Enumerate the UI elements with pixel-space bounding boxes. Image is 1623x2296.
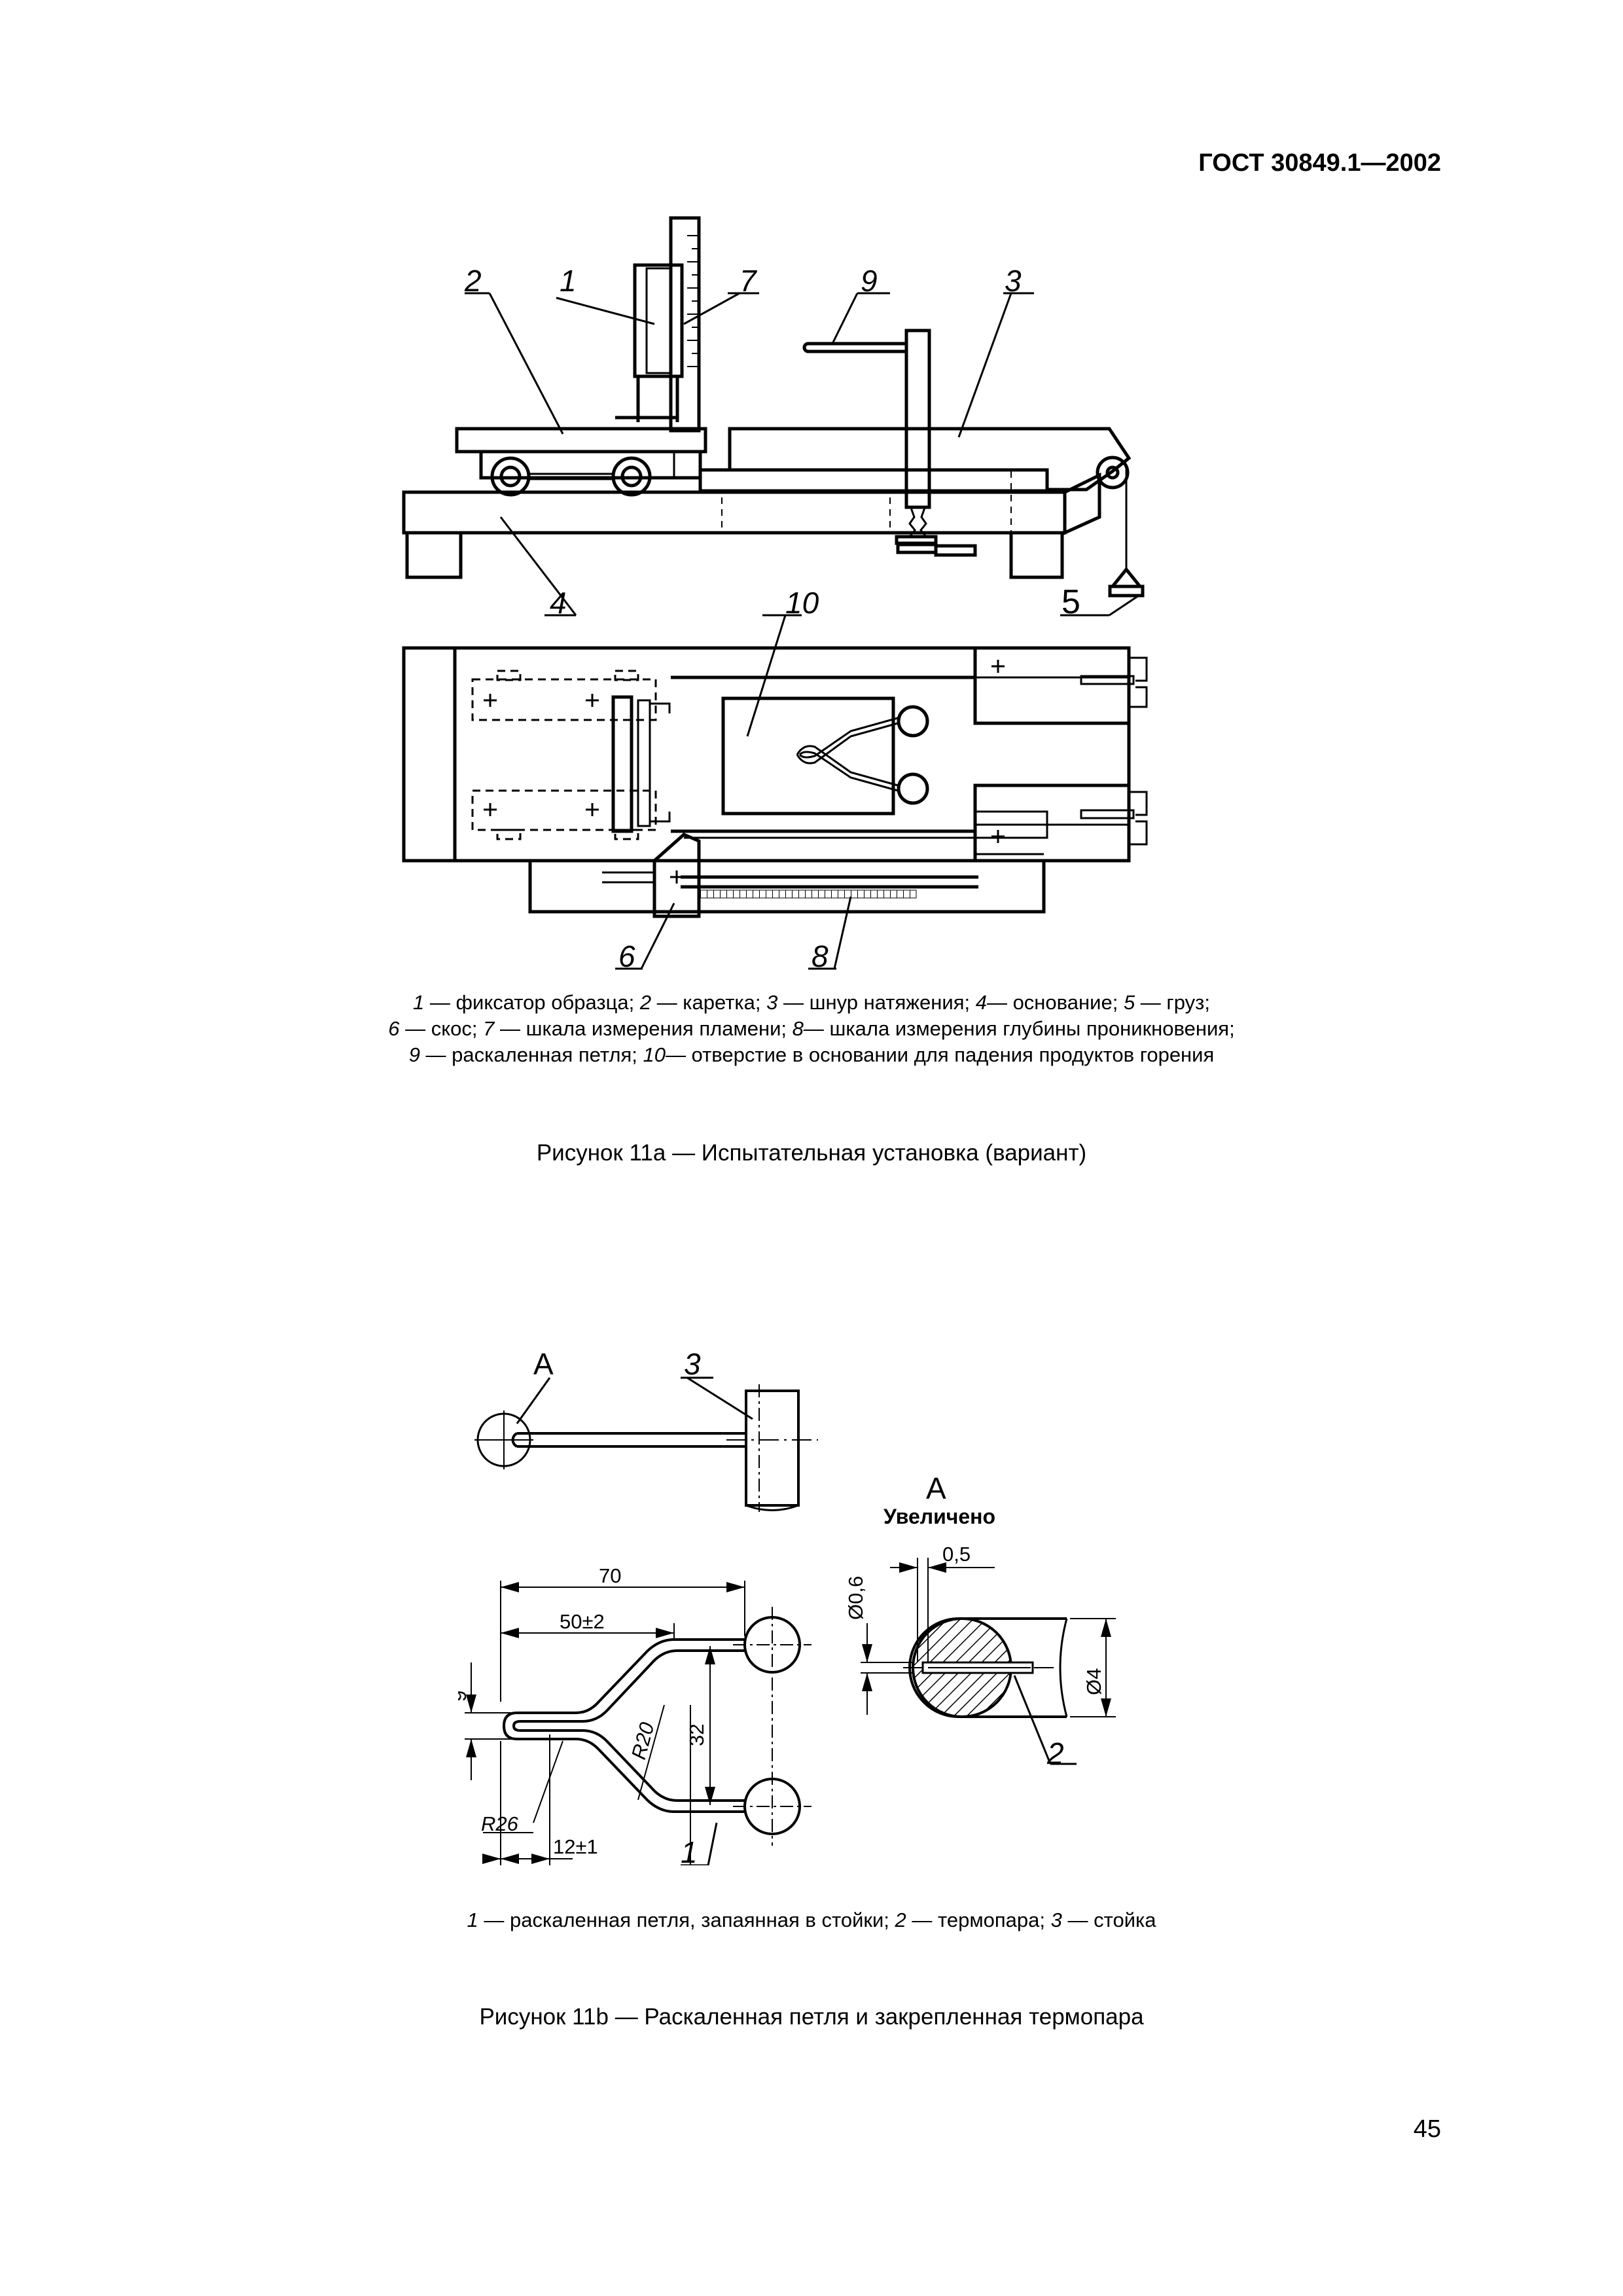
legend-item-number: 9 bbox=[408, 1043, 420, 1066]
legend-item-text: — скос; bbox=[399, 1017, 484, 1040]
page-number: 45 bbox=[1413, 2115, 1441, 2143]
legend-item-text: — стойка bbox=[1061, 1909, 1156, 1931]
legend-item-text: — раскаленная петля; bbox=[419, 1043, 643, 1066]
legend-item-text: — раскаленная петля, запаянная в стойки; bbox=[478, 1909, 895, 1931]
view-A-label: A bbox=[533, 1347, 554, 1381]
legend-item-number: 2 bbox=[639, 991, 652, 1014]
legend-item-number: 1 bbox=[467, 1909, 478, 1931]
legend-item-number: 1 bbox=[413, 991, 425, 1014]
enlarged-view-subtitle: Увеличено bbox=[883, 1505, 995, 1528]
legend-item-text: — основание; bbox=[986, 991, 1124, 1014]
legend-item-text: — фиксатор образца; bbox=[424, 991, 640, 1014]
legend-item-text: — шнур натяжения; bbox=[777, 991, 976, 1014]
legend-item-number: 5 bbox=[1123, 991, 1135, 1014]
figure-11b-legend-line: 1 — раскаленная петля, запаянная в стойк… bbox=[0, 1907, 1623, 1933]
figure-11b-legend: 1 — раскаленная петля, запаянная в стойк… bbox=[0, 1907, 1623, 1933]
callout-9: 9 bbox=[861, 264, 878, 298]
dim-9-tolerance: +1 bbox=[458, 1674, 459, 1690]
dim-12: 12±1 bbox=[553, 1835, 598, 1858]
legend-item-text: — отверстие в основании для падения прод… bbox=[665, 1043, 1215, 1066]
figure-11b-glowing-loop: A 3 А Увеличено 2 1 70 50±2 32 R20 R26 1… bbox=[458, 1347, 1116, 1865]
figure-11a-test-apparatus: 2 1 7 9 3 4 10 5 6 8 bbox=[402, 216, 1148, 973]
dim-R20: R20 bbox=[627, 1720, 659, 1762]
legend-item-text: — каретка; bbox=[651, 991, 767, 1014]
figure-11a-legend: 1 — фиксатор образца; 2 — каретка; 3 — ш… bbox=[0, 990, 1623, 1068]
legend-item-text: — шкала измерения глубины проникновения; bbox=[803, 1017, 1235, 1040]
callout-4: 4 bbox=[550, 586, 567, 620]
callout-10: 10 bbox=[785, 586, 819, 620]
document-code: ГОСТ 30849.1—2002 bbox=[1198, 149, 1441, 177]
dim-d0.6: Ø0,6 bbox=[844, 1576, 867, 1620]
dim-50: 50±2 bbox=[560, 1610, 605, 1633]
legend-item-text: — шкала измерения пламени; bbox=[494, 1017, 793, 1040]
callout-8: 8 bbox=[812, 939, 829, 973]
legend-item-number: 3 bbox=[766, 991, 778, 1014]
callout-3: 3 bbox=[1005, 264, 1022, 298]
dim-70: 70 bbox=[599, 1564, 621, 1587]
dim-d4: Ø4 bbox=[1082, 1668, 1105, 1695]
figure-11a-legend-line: 9 — раскаленная петля; 10— отверстие в о… bbox=[0, 1042, 1623, 1068]
callout-6: 6 bbox=[618, 939, 635, 973]
legend-item-number: 7 bbox=[483, 1017, 495, 1040]
figure-11b-caption: Рисунок 11b — Раскаленная петля и закреп… bbox=[479, 2004, 1144, 2030]
enlarged-view-title: А bbox=[926, 1471, 946, 1505]
dim-0.5: 0,5 bbox=[942, 1543, 971, 1566]
callout-2: 2 bbox=[464, 264, 482, 298]
legend-item-number: 10 bbox=[643, 1043, 666, 1066]
figure-11a-legend-line: 1 — фиксатор образца; 2 — каретка; 3 — ш… bbox=[0, 990, 1623, 1016]
callout-7: 7 bbox=[740, 264, 757, 298]
legend-item-text: — груз; bbox=[1135, 991, 1210, 1014]
legend-item-number: 8 bbox=[792, 1017, 804, 1040]
figure-11a-legend-line: 6 — скос; 7 — шкала измерения пламени; 8… bbox=[0, 1016, 1623, 1042]
callout-1b: 1 bbox=[681, 1835, 698, 1865]
legend-item-number: 2 bbox=[895, 1909, 906, 1931]
dim-R26: R26 bbox=[481, 1812, 519, 1835]
callout-1: 1 bbox=[560, 264, 577, 298]
legend-item-number: 4 bbox=[975, 991, 987, 1014]
callout-5: 5 bbox=[1061, 583, 1080, 621]
callout-3b: 3 bbox=[684, 1347, 701, 1381]
callout-2b: 2 bbox=[1046, 1736, 1064, 1770]
dim-9: 9 bbox=[458, 1691, 471, 1702]
legend-item-number: 6 bbox=[388, 1017, 400, 1040]
figure-11a-caption: Рисунок 11а — Испытательная установка (в… bbox=[536, 1140, 1087, 1166]
legend-item-text: — термопара; bbox=[906, 1909, 1051, 1931]
legend-item-number: 3 bbox=[1050, 1909, 1062, 1931]
dim-32: 32 bbox=[685, 1724, 708, 1746]
